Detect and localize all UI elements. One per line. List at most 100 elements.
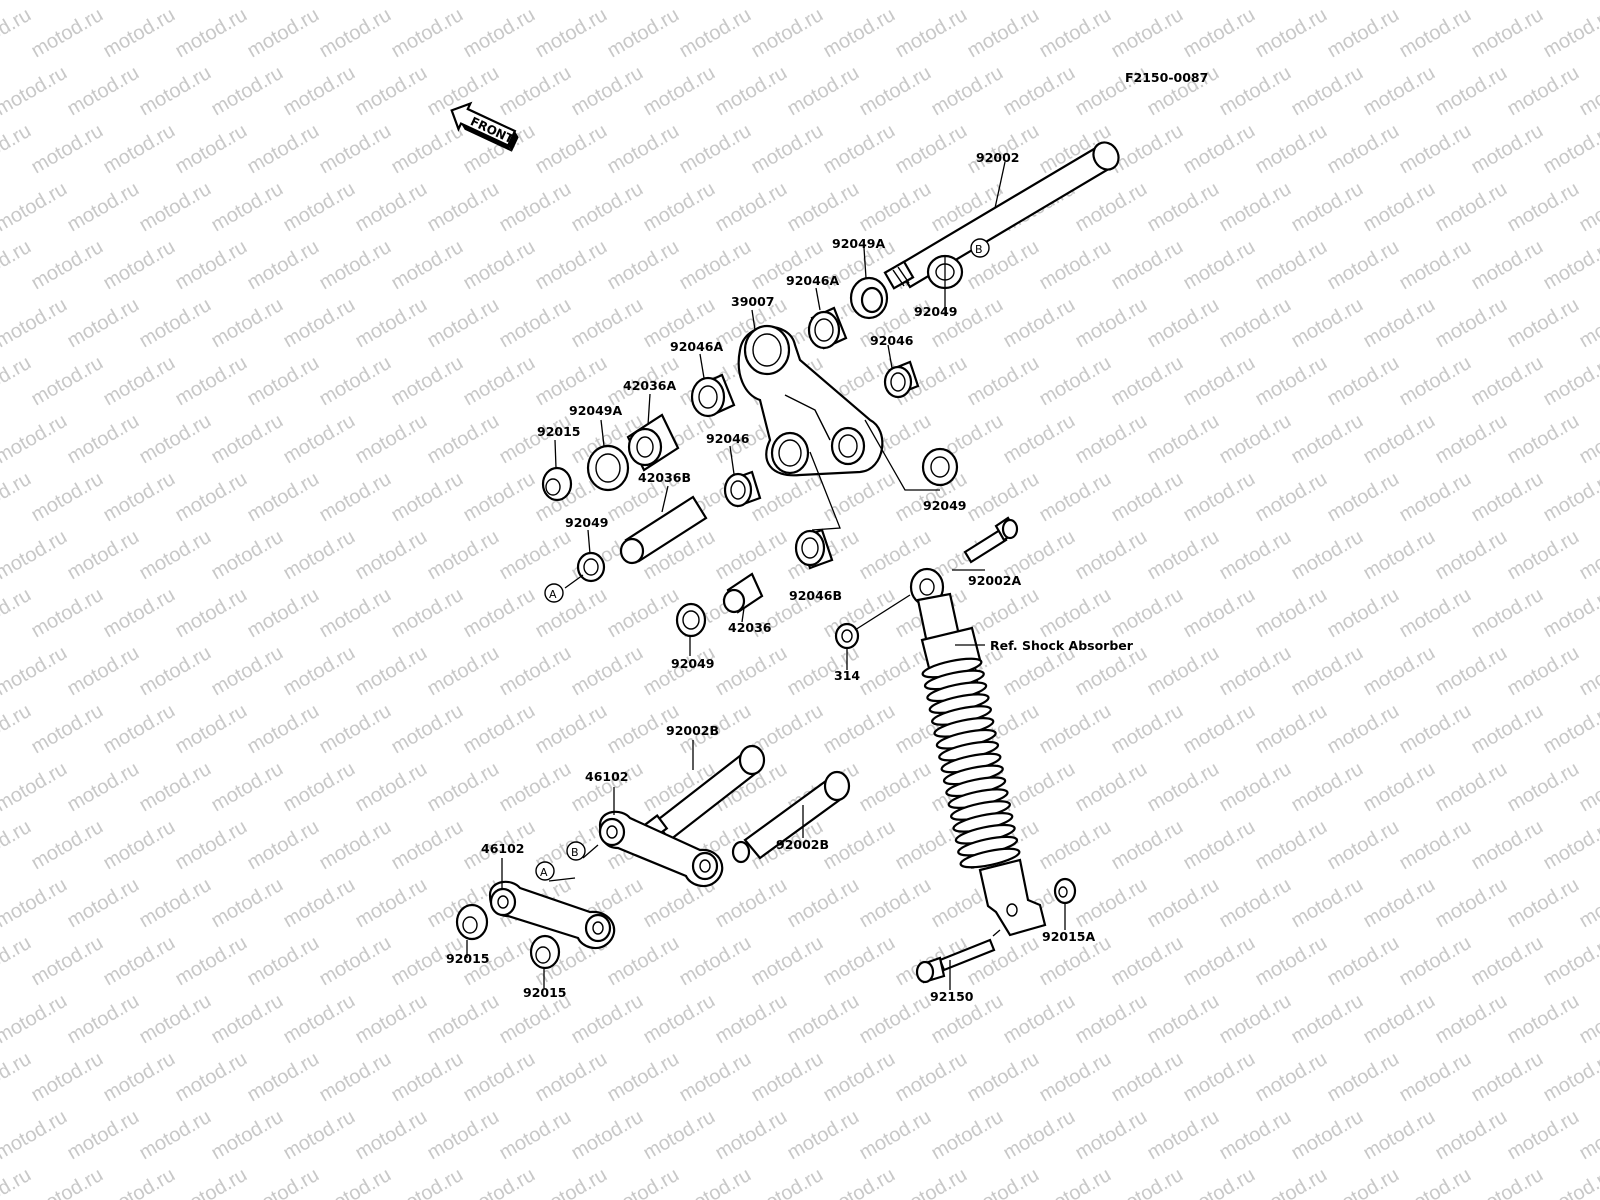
watermark-text: motod.ru xyxy=(1396,4,1475,63)
watermark-text: motod.ru xyxy=(640,642,719,701)
watermark-text: motod.ru xyxy=(928,62,1007,121)
watermark-text: motod.ru xyxy=(280,0,359,4)
seal-92049-bottom xyxy=(675,602,707,638)
watermark-text: motod.ru xyxy=(208,0,287,4)
watermark-text: motod.ru xyxy=(1504,1106,1583,1165)
watermark-text: motod.ru xyxy=(1036,468,1115,527)
watermark-text: motod.ru xyxy=(1432,526,1511,585)
watermark-text: motod.ru xyxy=(0,1048,35,1107)
watermark-text: motod.ru xyxy=(64,526,143,585)
watermark-text: motod.ru xyxy=(1144,758,1223,817)
watermark-text: motod.ru xyxy=(244,1048,323,1107)
watermark-text: motod.ru xyxy=(1108,700,1187,759)
watermark-text: motod.ru xyxy=(1396,932,1475,991)
watermark-text: motod.ru xyxy=(100,468,179,527)
watermark-text: motod.ru xyxy=(460,236,539,295)
watermark-text: motod.ru xyxy=(424,1106,503,1165)
watermark-text: motod.ru xyxy=(1360,526,1439,585)
watermark-text: motod.ru xyxy=(1180,700,1259,759)
watermark-text: motod.ru xyxy=(1108,236,1187,295)
watermark-text: motod.ru xyxy=(820,120,899,179)
spring-coil xyxy=(959,847,1021,869)
watermark-text: motod.ru xyxy=(244,932,323,991)
sleeve-42036A xyxy=(626,413,680,472)
watermark-text: motod.ru xyxy=(1252,700,1331,759)
watermark-text: motod.ru xyxy=(1180,4,1259,63)
callout-92049-right: 92049 xyxy=(923,498,967,513)
watermark-text: motod.ru xyxy=(100,700,179,759)
sleeve-42036 xyxy=(722,572,764,614)
watermark-text: motod.ru xyxy=(712,62,791,121)
watermark-text: motod.ru xyxy=(1540,1164,1600,1200)
watermark-text: motod.ru xyxy=(460,468,539,527)
ref-shock-absorber-label: Ref. Shock Absorber xyxy=(990,638,1134,653)
callout-92049-bottom: 92049 xyxy=(671,656,715,671)
watermark-text: motod.ru xyxy=(1108,816,1187,875)
watermark-text: motod.ru xyxy=(496,758,575,817)
watermark-text: motod.ru xyxy=(172,932,251,991)
watermark-text: motod.ru xyxy=(460,1048,539,1107)
watermark-text: motod.ru xyxy=(1108,4,1187,63)
callout-92046A-top: 92046A xyxy=(786,273,839,288)
watermark-text: motod.ru xyxy=(568,1106,647,1165)
watermark-text: motod.ru xyxy=(1432,178,1511,237)
callout-92150: 92150 xyxy=(930,989,974,1004)
watermark-text: motod.ru xyxy=(1252,120,1331,179)
watermark-text: motod.ru xyxy=(1468,932,1547,991)
watermark-text: motod.ru xyxy=(676,1048,755,1107)
watermark-text: motod.ru xyxy=(280,990,359,1049)
watermark-text: motod.ru xyxy=(0,468,35,527)
watermark-text: motod.ru xyxy=(352,410,431,469)
watermark-text: motod.ru xyxy=(460,700,539,759)
watermark-text: motod.ru xyxy=(1396,700,1475,759)
watermark-text: motod.ru xyxy=(1504,642,1583,701)
watermark-text: motod.ru xyxy=(1396,1048,1475,1107)
watermark-text: motod.ru xyxy=(784,0,863,4)
watermark-text: motod.ru xyxy=(0,4,35,63)
watermark-text: motod.ru xyxy=(100,4,179,63)
watermark-text: motod.ru xyxy=(460,1164,539,1200)
watermark-text: motod.ru xyxy=(0,410,71,469)
callout-92015-top: 92015 xyxy=(537,424,581,439)
watermark-text: motod.ru xyxy=(784,874,863,933)
watermark-text: motod.ru xyxy=(0,1164,35,1200)
callout-92049-left: 92049 xyxy=(565,515,609,530)
callout-42036: 42036 xyxy=(728,620,772,635)
callout-314: 314 xyxy=(834,668,860,683)
watermark-text: motod.ru xyxy=(1252,352,1331,411)
watermark-text: motod.ru xyxy=(172,236,251,295)
watermark-text: motod.ru xyxy=(64,642,143,701)
watermark-text: motod.ru xyxy=(280,410,359,469)
watermark-text: motod.ru xyxy=(712,990,791,1049)
watermark-text: motod.ru xyxy=(1432,758,1511,817)
watermark-text: motod.ru xyxy=(352,874,431,933)
watermark-text: motod.ru xyxy=(496,410,575,469)
watermark-text: motod.ru xyxy=(1324,584,1403,643)
watermark-text: motod.ru xyxy=(424,410,503,469)
watermark-text: motod.ru xyxy=(748,1164,827,1200)
watermark-text: motod.ru xyxy=(820,468,899,527)
watermark-text: motod.ru xyxy=(172,4,251,63)
watermark-text: motod.ru xyxy=(1288,526,1367,585)
watermark-text: motod.ru xyxy=(532,1164,611,1200)
callout-46102-left: 46102 xyxy=(481,841,525,856)
marker-a-1: A xyxy=(544,583,564,603)
watermark-text: motod.ru xyxy=(820,4,899,63)
watermark-text: motod.ru xyxy=(1288,62,1367,121)
watermark-text: motod.ru xyxy=(928,1106,1007,1165)
watermark-text: motod.ru xyxy=(640,990,719,1049)
watermark-text: motod.ru xyxy=(1468,120,1547,179)
watermark-text: motod.ru xyxy=(820,816,899,875)
callout-39007: 39007 xyxy=(731,294,775,309)
watermark-text: motod.ru xyxy=(856,758,935,817)
watermark-text: motod.ru xyxy=(424,178,503,237)
watermark-text: motod.ru xyxy=(208,526,287,585)
watermark-text: motod.ru xyxy=(1180,1048,1259,1107)
watermark-text: motod.ru xyxy=(1288,990,1367,1049)
bolt-92002A xyxy=(963,516,1019,564)
watermark-text: motod.ru xyxy=(568,758,647,817)
watermark-text: motod.ru xyxy=(1252,468,1331,527)
watermark-text: motod.ru xyxy=(928,0,1007,4)
bearing-92046A-top xyxy=(807,306,848,350)
watermark-text: motod.ru xyxy=(1468,468,1547,527)
